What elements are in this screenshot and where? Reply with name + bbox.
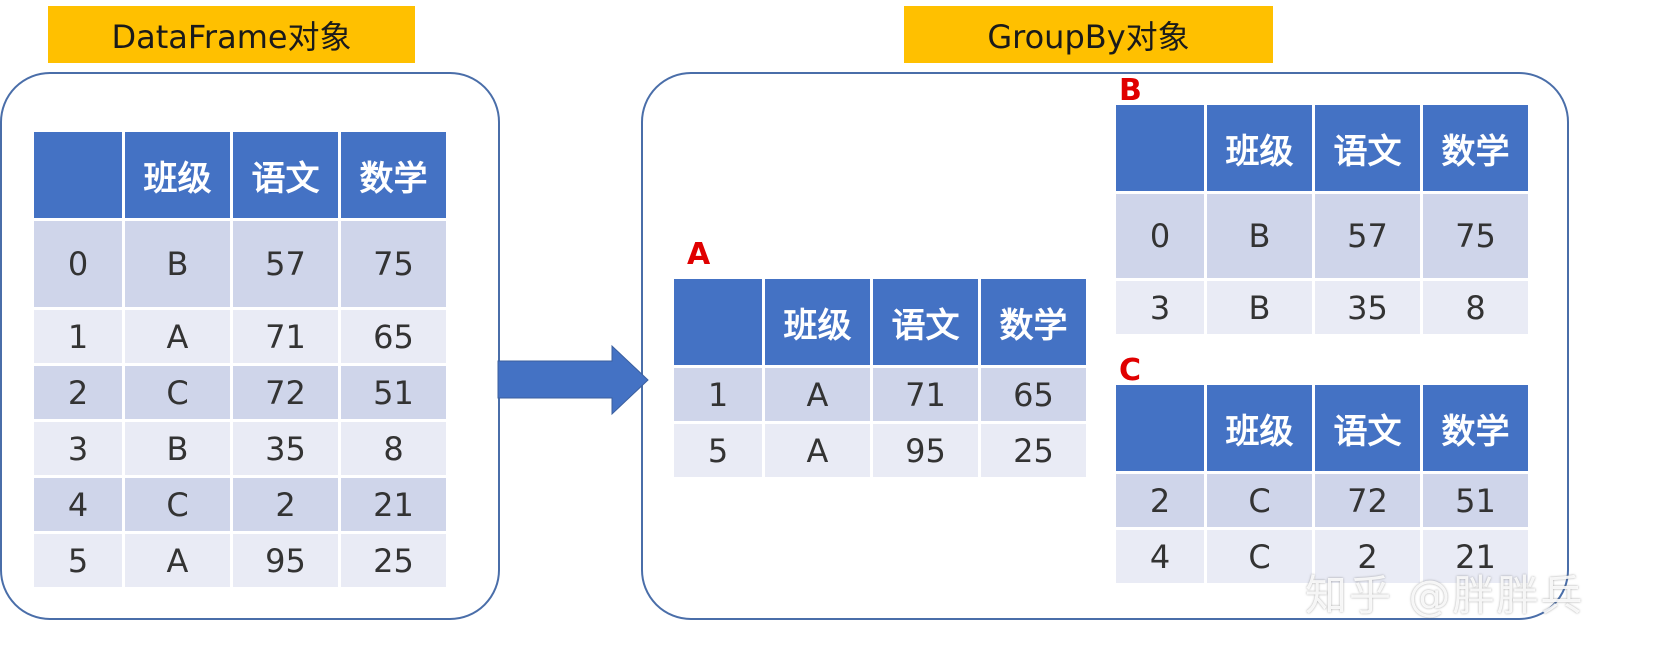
header-chinese-cell: 语文 xyxy=(873,279,978,365)
class-cell: A xyxy=(125,310,230,363)
group-key-c: C xyxy=(1119,353,1142,388)
chinese-score-cell: 57 xyxy=(1315,194,1420,278)
chinese-score-cell: 2 xyxy=(233,478,338,531)
table-row: 0 B 57 75 xyxy=(34,221,446,307)
table-row: 1 A 71 65 xyxy=(674,368,1086,421)
header-chinese-cell: 语文 xyxy=(1315,105,1420,191)
group-a-table: 班级 语文 数学 1 A 71 65 5 A 95 25 xyxy=(671,276,1089,480)
watermark: 知乎 @胖胖兵 xyxy=(1305,571,1585,620)
index-cell: 5 xyxy=(34,534,122,587)
table-row: 2 C 72 51 xyxy=(34,366,446,419)
math-score-cell: 65 xyxy=(341,310,446,363)
header-class-cell: 班级 xyxy=(125,132,230,218)
header-index-cell xyxy=(674,279,762,365)
table-header-row: 班级 语文 数学 xyxy=(1116,105,1528,191)
table-header-row: 班级 语文 数学 xyxy=(1116,385,1528,471)
class-cell: C xyxy=(125,478,230,531)
header-class-cell: 班级 xyxy=(1207,105,1312,191)
math-score-cell: 75 xyxy=(1423,194,1528,278)
chinese-score-cell: 72 xyxy=(233,366,338,419)
table-row: 3 B 35 8 xyxy=(34,422,446,475)
group-b-table: 班级 语文 数学 0 B 57 75 3 B 35 8 xyxy=(1113,102,1531,337)
class-cell: B xyxy=(1207,194,1312,278)
chinese-score-cell: 35 xyxy=(1315,281,1420,334)
table-row: 2 C 72 51 xyxy=(1116,474,1528,527)
table-header-row: 班级 语文 数学 xyxy=(34,132,446,218)
index-cell: 2 xyxy=(34,366,122,419)
header-index-cell xyxy=(1116,105,1204,191)
class-cell: A xyxy=(765,368,870,421)
header-chinese-cell: 语文 xyxy=(233,132,338,218)
math-score-cell: 51 xyxy=(341,366,446,419)
class-cell: B xyxy=(125,422,230,475)
class-cell: A xyxy=(125,534,230,587)
table-row: 5 A 95 25 xyxy=(34,534,446,587)
header-math-cell: 数学 xyxy=(1423,105,1528,191)
class-cell: B xyxy=(1207,281,1312,334)
table-row: 3 B 35 8 xyxy=(1116,281,1528,334)
index-cell: 0 xyxy=(1116,194,1204,278)
table-row: 5 A 95 25 xyxy=(674,424,1086,477)
header-math-cell: 数学 xyxy=(1423,385,1528,471)
math-score-cell: 8 xyxy=(1423,281,1528,334)
chinese-score-cell: 35 xyxy=(233,422,338,475)
groupby-title: GroupBy对象 xyxy=(904,6,1273,63)
dataframe-title: DataFrame对象 xyxy=(48,6,415,63)
math-score-cell: 21 xyxy=(341,478,446,531)
header-index-cell xyxy=(1116,385,1204,471)
chinese-score-cell: 2 xyxy=(1315,530,1420,583)
class-cell: C xyxy=(1207,530,1312,583)
index-cell: 1 xyxy=(34,310,122,363)
class-cell: C xyxy=(1207,474,1312,527)
math-score-cell: 8 xyxy=(341,422,446,475)
index-cell: 2 xyxy=(1116,474,1204,527)
index-cell: 3 xyxy=(34,422,122,475)
arrow-shape xyxy=(497,344,649,416)
index-cell: 4 xyxy=(1116,530,1204,583)
header-math-cell: 数学 xyxy=(981,279,1086,365)
math-score-cell: 75 xyxy=(341,221,446,307)
group-key-b: B xyxy=(1119,73,1142,108)
math-score-cell: 25 xyxy=(341,534,446,587)
chinese-score-cell: 57 xyxy=(233,221,338,307)
index-cell: 5 xyxy=(674,424,762,477)
table-row: 4 C 2 21 xyxy=(34,478,446,531)
chinese-score-cell: 71 xyxy=(233,310,338,363)
dataframe-table: 班级 语文 数学 0 B 57 75 1 A 71 65 2 C 72 51 3… xyxy=(31,129,449,590)
table-row: 0 B 57 75 xyxy=(1116,194,1528,278)
class-cell: B xyxy=(125,221,230,307)
table-row: 4 C 2 21 xyxy=(1116,530,1528,583)
header-math-cell: 数学 xyxy=(341,132,446,218)
index-cell: 4 xyxy=(34,478,122,531)
header-class-cell: 班级 xyxy=(765,279,870,365)
index-cell: 0 xyxy=(34,221,122,307)
math-score-cell: 65 xyxy=(981,368,1086,421)
chinese-score-cell: 95 xyxy=(873,424,978,477)
chinese-score-cell: 72 xyxy=(1315,474,1420,527)
class-cell: C xyxy=(125,366,230,419)
group-key-a: A xyxy=(687,237,711,272)
index-cell: 1 xyxy=(674,368,762,421)
header-chinese-cell: 语文 xyxy=(1315,385,1420,471)
header-class-cell: 班级 xyxy=(1207,385,1312,471)
table-header-row: 班级 语文 数学 xyxy=(674,279,1086,365)
chinese-score-cell: 95 xyxy=(233,534,338,587)
group-c-table: 班级 语文 数学 2 C 72 51 4 C 2 21 xyxy=(1113,382,1531,586)
index-cell: 3 xyxy=(1116,281,1204,334)
chinese-score-cell: 71 xyxy=(873,368,978,421)
class-cell: A xyxy=(765,424,870,477)
header-index-cell xyxy=(34,132,122,218)
math-score-cell: 25 xyxy=(981,424,1086,477)
math-score-cell: 51 xyxy=(1423,474,1528,527)
table-row: 1 A 71 65 xyxy=(34,310,446,363)
math-score-cell: 21 xyxy=(1423,530,1528,583)
